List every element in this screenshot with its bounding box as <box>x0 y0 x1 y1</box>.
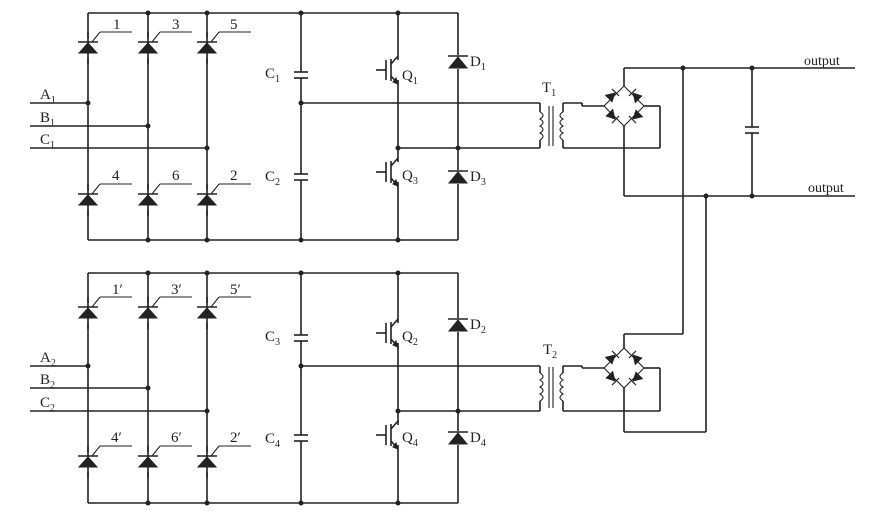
thyristor-6 <box>137 183 161 217</box>
capacitor-label-c4: C4 <box>265 431 280 450</box>
output-label-top: output <box>804 54 840 69</box>
thyristor-label-1: 1 <box>113 17 121 33</box>
transistor-q1 <box>375 55 400 85</box>
thyristor-1-prime <box>77 296 101 330</box>
thyristor-4 <box>77 183 101 217</box>
capacitor-c4 <box>293 434 309 442</box>
capacitor-label-c3: C3 <box>265 329 280 348</box>
converter-unit-1: 1 3 5 4 6 2 A1 B1 C1 C1 C2 Q1 Q3 D1 D3 <box>30 10 661 243</box>
transistor-q4 <box>375 420 400 450</box>
transistor-label-q3: Q3 <box>402 168 418 187</box>
thyristor-label-5: 5 <box>230 17 238 33</box>
thyristor-label-2: 2 <box>230 168 238 184</box>
diode-d1 <box>447 55 469 69</box>
input-label-c1: C1 <box>40 132 55 151</box>
transistor-label-q2: Q2 <box>402 329 418 348</box>
transformer-label-t1: T1 <box>542 80 556 99</box>
transistor-q3 <box>375 157 400 187</box>
diode-d3 <box>447 170 469 184</box>
thyristor-1 <box>77 31 101 65</box>
thyristor-2 <box>196 183 220 217</box>
output-label-bottom: output <box>808 181 844 196</box>
input-label-c2: C2 <box>40 395 55 414</box>
capacitor-c2 <box>293 173 309 181</box>
thyristor-label-4: 4 <box>112 168 120 184</box>
input-label-b1: B1 <box>40 110 55 129</box>
bridge-rectifier-1 <box>603 85 645 127</box>
input-label-a2: A2 <box>40 350 56 369</box>
thyristor-label-5-prime: 5′ <box>230 282 241 298</box>
thyristor-label-1-prime: 1′ <box>112 282 123 298</box>
diode-label-d1: D1 <box>470 54 486 73</box>
thyristor-label-6-prime: 6′ <box>171 430 182 446</box>
input-label-a1: A1 <box>40 87 56 106</box>
diode-label-d3: D3 <box>470 169 486 188</box>
output-filter: output output <box>624 54 855 432</box>
thyristor-label-6: 6 <box>172 168 180 184</box>
capacitor-label-c2: C2 <box>265 169 280 188</box>
thyristor-5 <box>196 31 220 65</box>
transformer-label-t2: T2 <box>543 342 557 361</box>
thyristor-label-2-prime: 2′ <box>230 430 241 446</box>
diode-label-d2: D2 <box>470 317 486 336</box>
thyristor-2-prime <box>196 445 220 479</box>
transistor-label-q1: Q1 <box>402 68 418 87</box>
diode-label-d4: D4 <box>470 430 486 449</box>
thyristor-3-prime <box>137 296 161 330</box>
transistor-label-q4: Q4 <box>402 430 418 449</box>
thyristor-6-prime <box>137 445 161 479</box>
capacitor-label-c1: C1 <box>265 66 280 85</box>
diode-d2 <box>447 318 469 332</box>
transistor-q2 <box>375 318 400 348</box>
converter-unit-2: 1′ 3′ 5′ 4′ 6′ 2′ A2 B2 C2 C3 C4 Q2 Q4 D… <box>30 270 706 506</box>
thyristor-label-4-prime: 4′ <box>111 430 122 446</box>
input-label-b2: B2 <box>40 372 55 391</box>
thyristor-label-3: 3 <box>172 17 180 33</box>
bridge-rectifier-2 <box>603 347 645 389</box>
output-capacitor <box>744 126 760 134</box>
thyristor-3 <box>137 31 161 65</box>
diode-d4 <box>447 431 469 445</box>
thyristor-label-3-prime: 3′ <box>171 282 182 298</box>
capacitor-c1 <box>293 71 309 79</box>
thyristor-5-prime <box>196 296 220 330</box>
thyristor-4-prime <box>77 445 101 479</box>
capacitor-c3 <box>293 334 309 342</box>
